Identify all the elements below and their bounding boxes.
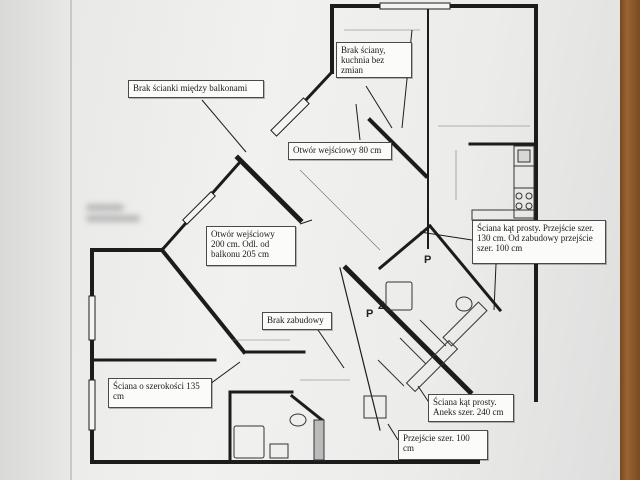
callout-entrance-200: Otwór wejściowy 200 cm. Odl. od balkonu …	[206, 226, 296, 266]
callout-no-built-in: Brak zabudowy	[262, 312, 332, 330]
wall-kitchen-stub	[367, 117, 429, 179]
arrow-right-angle-b	[493, 263, 497, 311]
wall-corridor-diag-1	[342, 264, 474, 396]
window-left-2	[88, 379, 96, 431]
stove-ring	[515, 192, 523, 200]
washbasin	[269, 443, 289, 459]
callout-entrance-80: Otwór wejściowy 80 cm	[288, 142, 392, 160]
room-letter-1: P	[424, 254, 432, 266]
callout-passage-100: Przejście szer. 100 cm	[398, 430, 488, 460]
window-left-1	[88, 295, 96, 341]
wall-bath-right	[289, 393, 325, 423]
balcony-rail-top	[270, 97, 310, 137]
arrow-right-angle	[419, 231, 473, 241]
bathtub	[233, 425, 265, 459]
window-top	[379, 2, 451, 10]
callout-wall-135: Ściana o szerokości 135 cm	[108, 378, 212, 408]
callout-right-angle-wall-2: Ściana kąt prosty. Aneks szer. 240 cm	[428, 394, 514, 422]
wall-corridor-diag-2	[377, 223, 433, 271]
kitchen-counter	[513, 145, 535, 219]
arrow-no-built-in	[317, 329, 345, 369]
heater	[313, 419, 325, 461]
paper-fold-left	[0, 0, 72, 480]
wall-closet	[339, 267, 381, 431]
kitchen-sink	[517, 149, 531, 163]
room-letter-3: P	[366, 308, 374, 320]
arrow-entrance-200b	[299, 219, 313, 225]
callout-balcony-wall: Brak ścianki między balkonami	[128, 80, 264, 98]
arrow-balcony	[201, 99, 247, 153]
arrow-wall-135	[209, 361, 241, 385]
cabinet-row-2	[405, 339, 459, 393]
wall-entrance-stub	[234, 154, 304, 224]
wooden-table-edge	[618, 0, 640, 480]
cabinet-row	[442, 301, 488, 347]
arrow-passage	[387, 423, 399, 441]
floor-plan-drawing	[88, 2, 538, 464]
shower	[385, 281, 413, 311]
wall-balcony-diagonal	[159, 247, 247, 355]
toilet	[289, 413, 307, 427]
callout-right-angle-wall-1: Ściana kąt prosty. Przejście szer. 130 c…	[472, 220, 606, 264]
sink-corridor	[455, 296, 473, 312]
blurred-marking	[86, 200, 146, 240]
arrow-entrance-80	[355, 103, 361, 141]
balcony-rail-left	[182, 191, 216, 225]
wc-stall	[363, 395, 387, 419]
room-letter-2: Z	[378, 300, 385, 312]
callout-kitchen-wall: Brak ściany, kuchnia bez zmian	[336, 42, 412, 78]
wall-corridor-diag-3	[427, 223, 503, 313]
arrow-kitchen	[365, 85, 393, 129]
